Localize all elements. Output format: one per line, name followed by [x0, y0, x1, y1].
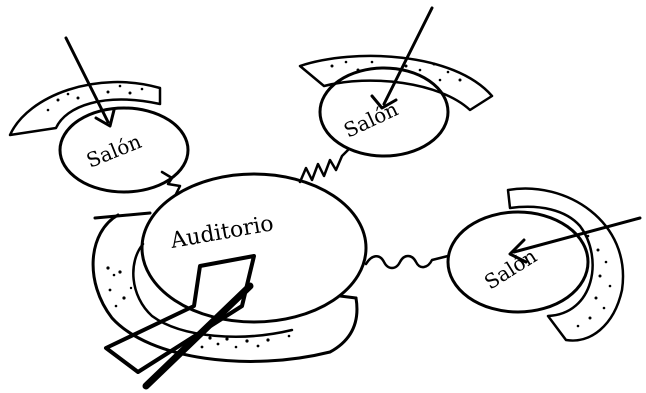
connector-salon-right	[366, 256, 448, 268]
connector-salon-top	[300, 150, 348, 182]
auditorio-band-cap-left	[95, 213, 150, 218]
salon-top-node: Salón	[300, 8, 492, 182]
salon-left-node: Salón	[10, 38, 188, 194]
salon-right-label: Salón	[480, 244, 541, 295]
salon-right-node: Salón	[366, 189, 640, 341]
auditorio-band-cap-right	[340, 296, 356, 298]
auditorio-label: Auditorio	[168, 211, 276, 254]
auditorio-node: Auditorio	[93, 174, 366, 386]
salon-left-label: Salón	[83, 129, 145, 173]
